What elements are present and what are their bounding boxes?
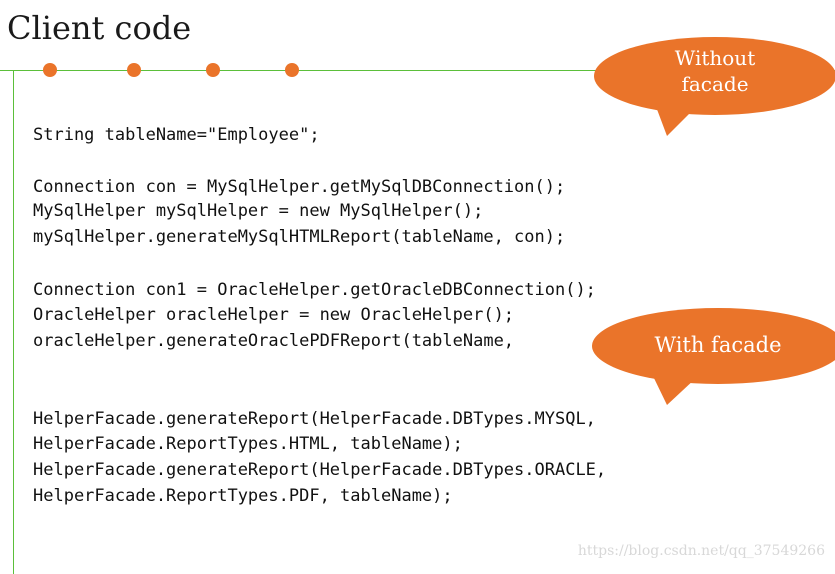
code-line: oracleHelper.generateOraclePDFReport(tab…	[33, 331, 515, 351]
left-border-line	[13, 70, 14, 574]
code-line: HelperFacade.ReportTypes.HTML, tableName…	[33, 434, 463, 454]
code-line: Connection con1 = OracleHelper.getOracle…	[33, 280, 596, 300]
code-line: mySqlHelper.generateMySqlHTMLReport(tabl…	[33, 227, 566, 247]
watermark: https://blog.csdn.net/qq_37549266	[577, 543, 825, 559]
code-line: HelperFacade.generateReport(HelperFacade…	[33, 460, 607, 480]
code-line: MySqlHelper mySqlHelper = new MySqlHelpe…	[33, 201, 484, 221]
callout-with-facade: With facade	[654, 333, 782, 357]
code-line: HelperFacade.ReportTypes.PDF, tableName)…	[33, 486, 453, 506]
decorative-dot	[127, 63, 141, 77]
code-line: HelperFacade.generateReport(HelperFacade…	[33, 409, 596, 429]
code-line: String tableName="Employee";	[33, 125, 320, 145]
decorative-dot	[285, 63, 299, 77]
decorative-dot	[206, 63, 220, 77]
callout-without-line-2: facade	[681, 72, 749, 96]
callout-without-line-1: Without	[674, 46, 756, 70]
callout-without-facade: Without facade	[655, 45, 775, 97]
slide-title: Client code	[7, 9, 192, 47]
decorative-dot	[43, 63, 57, 77]
title-underline	[0, 70, 835, 71]
code-line: Connection con = MySqlHelper.getMySqlDBC…	[33, 177, 566, 197]
code-line: OracleHelper oracleHelper = new OracleHe…	[33, 305, 515, 325]
